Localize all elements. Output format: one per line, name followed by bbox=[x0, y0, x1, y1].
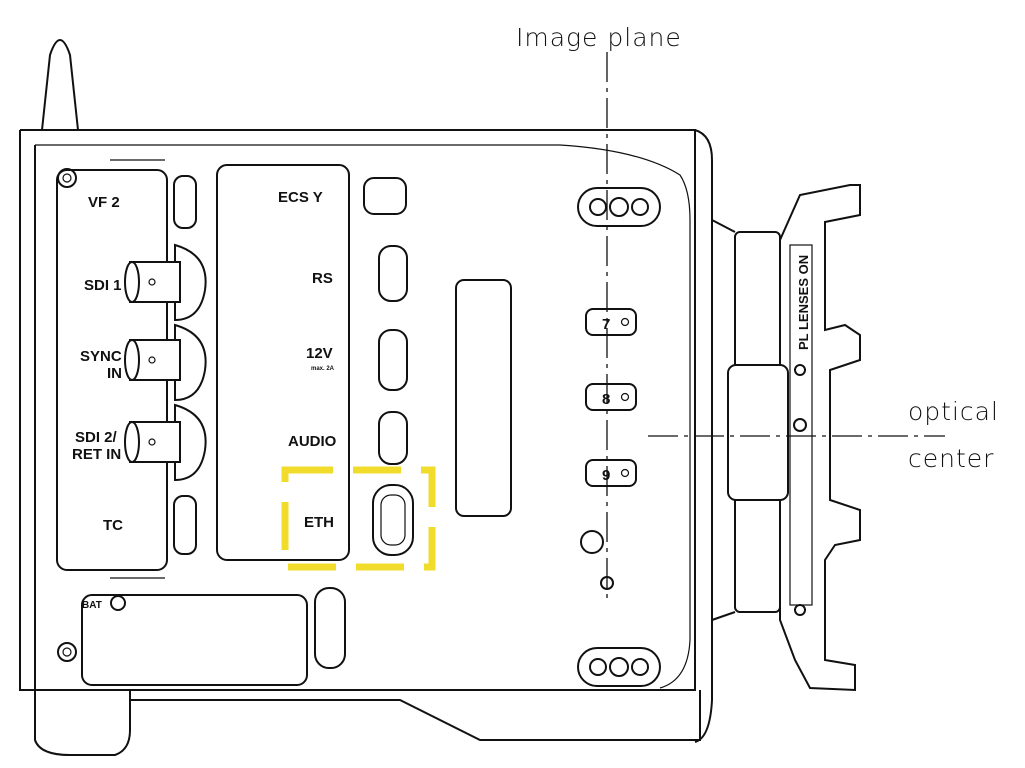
dtap-connector bbox=[314, 587, 346, 669]
label-in: IN bbox=[107, 365, 122, 382]
lens-mount bbox=[779, 184, 861, 692]
svg-text:9: 9 bbox=[602, 467, 610, 484]
label-sync: SYNC bbox=[80, 348, 122, 365]
mount-label: PL LENSES ON bbox=[796, 255, 811, 350]
label-tc: TC bbox=[103, 517, 123, 534]
label-vf2: VF 2 bbox=[88, 194, 120, 211]
label-eth: ETH bbox=[304, 514, 334, 531]
label-ret-in: RET IN bbox=[72, 446, 121, 463]
label-sdi1: SDI 1 bbox=[84, 277, 122, 294]
label-sdi2: SDI 2/ bbox=[75, 429, 118, 446]
marker-9: 9 bbox=[585, 459, 637, 487]
image-plane-label: Image plane bbox=[516, 23, 682, 52]
round-connectors bbox=[363, 177, 414, 556]
screw-holes bbox=[577, 187, 661, 687]
side-window bbox=[455, 279, 512, 517]
right-connector-panel bbox=[216, 164, 350, 561]
label-bat: BAT bbox=[82, 600, 102, 611]
bnc-connectors bbox=[124, 175, 207, 555]
antenna bbox=[40, 39, 80, 131]
label-max-2a: max. 2A bbox=[311, 366, 335, 372]
eth-highlight-box bbox=[281, 466, 436, 571]
marker-8: 8 bbox=[585, 383, 637, 411]
label-ecs-y: ECS Y bbox=[278, 189, 323, 206]
battery-slot bbox=[81, 594, 308, 686]
mount-lock bbox=[727, 364, 789, 501]
label-12v: 12V bbox=[306, 345, 333, 362]
marker-7: 7 bbox=[585, 308, 637, 336]
label-audio: AUDIO bbox=[288, 433, 337, 450]
optical-center-label-2: center bbox=[908, 444, 994, 473]
svg-text:8: 8 bbox=[602, 391, 610, 408]
optical-center-label-1: optical bbox=[908, 397, 999, 426]
body-top bbox=[20, 129, 696, 138]
label-rs: RS bbox=[312, 270, 333, 287]
svg-text:7: 7 bbox=[602, 316, 610, 333]
